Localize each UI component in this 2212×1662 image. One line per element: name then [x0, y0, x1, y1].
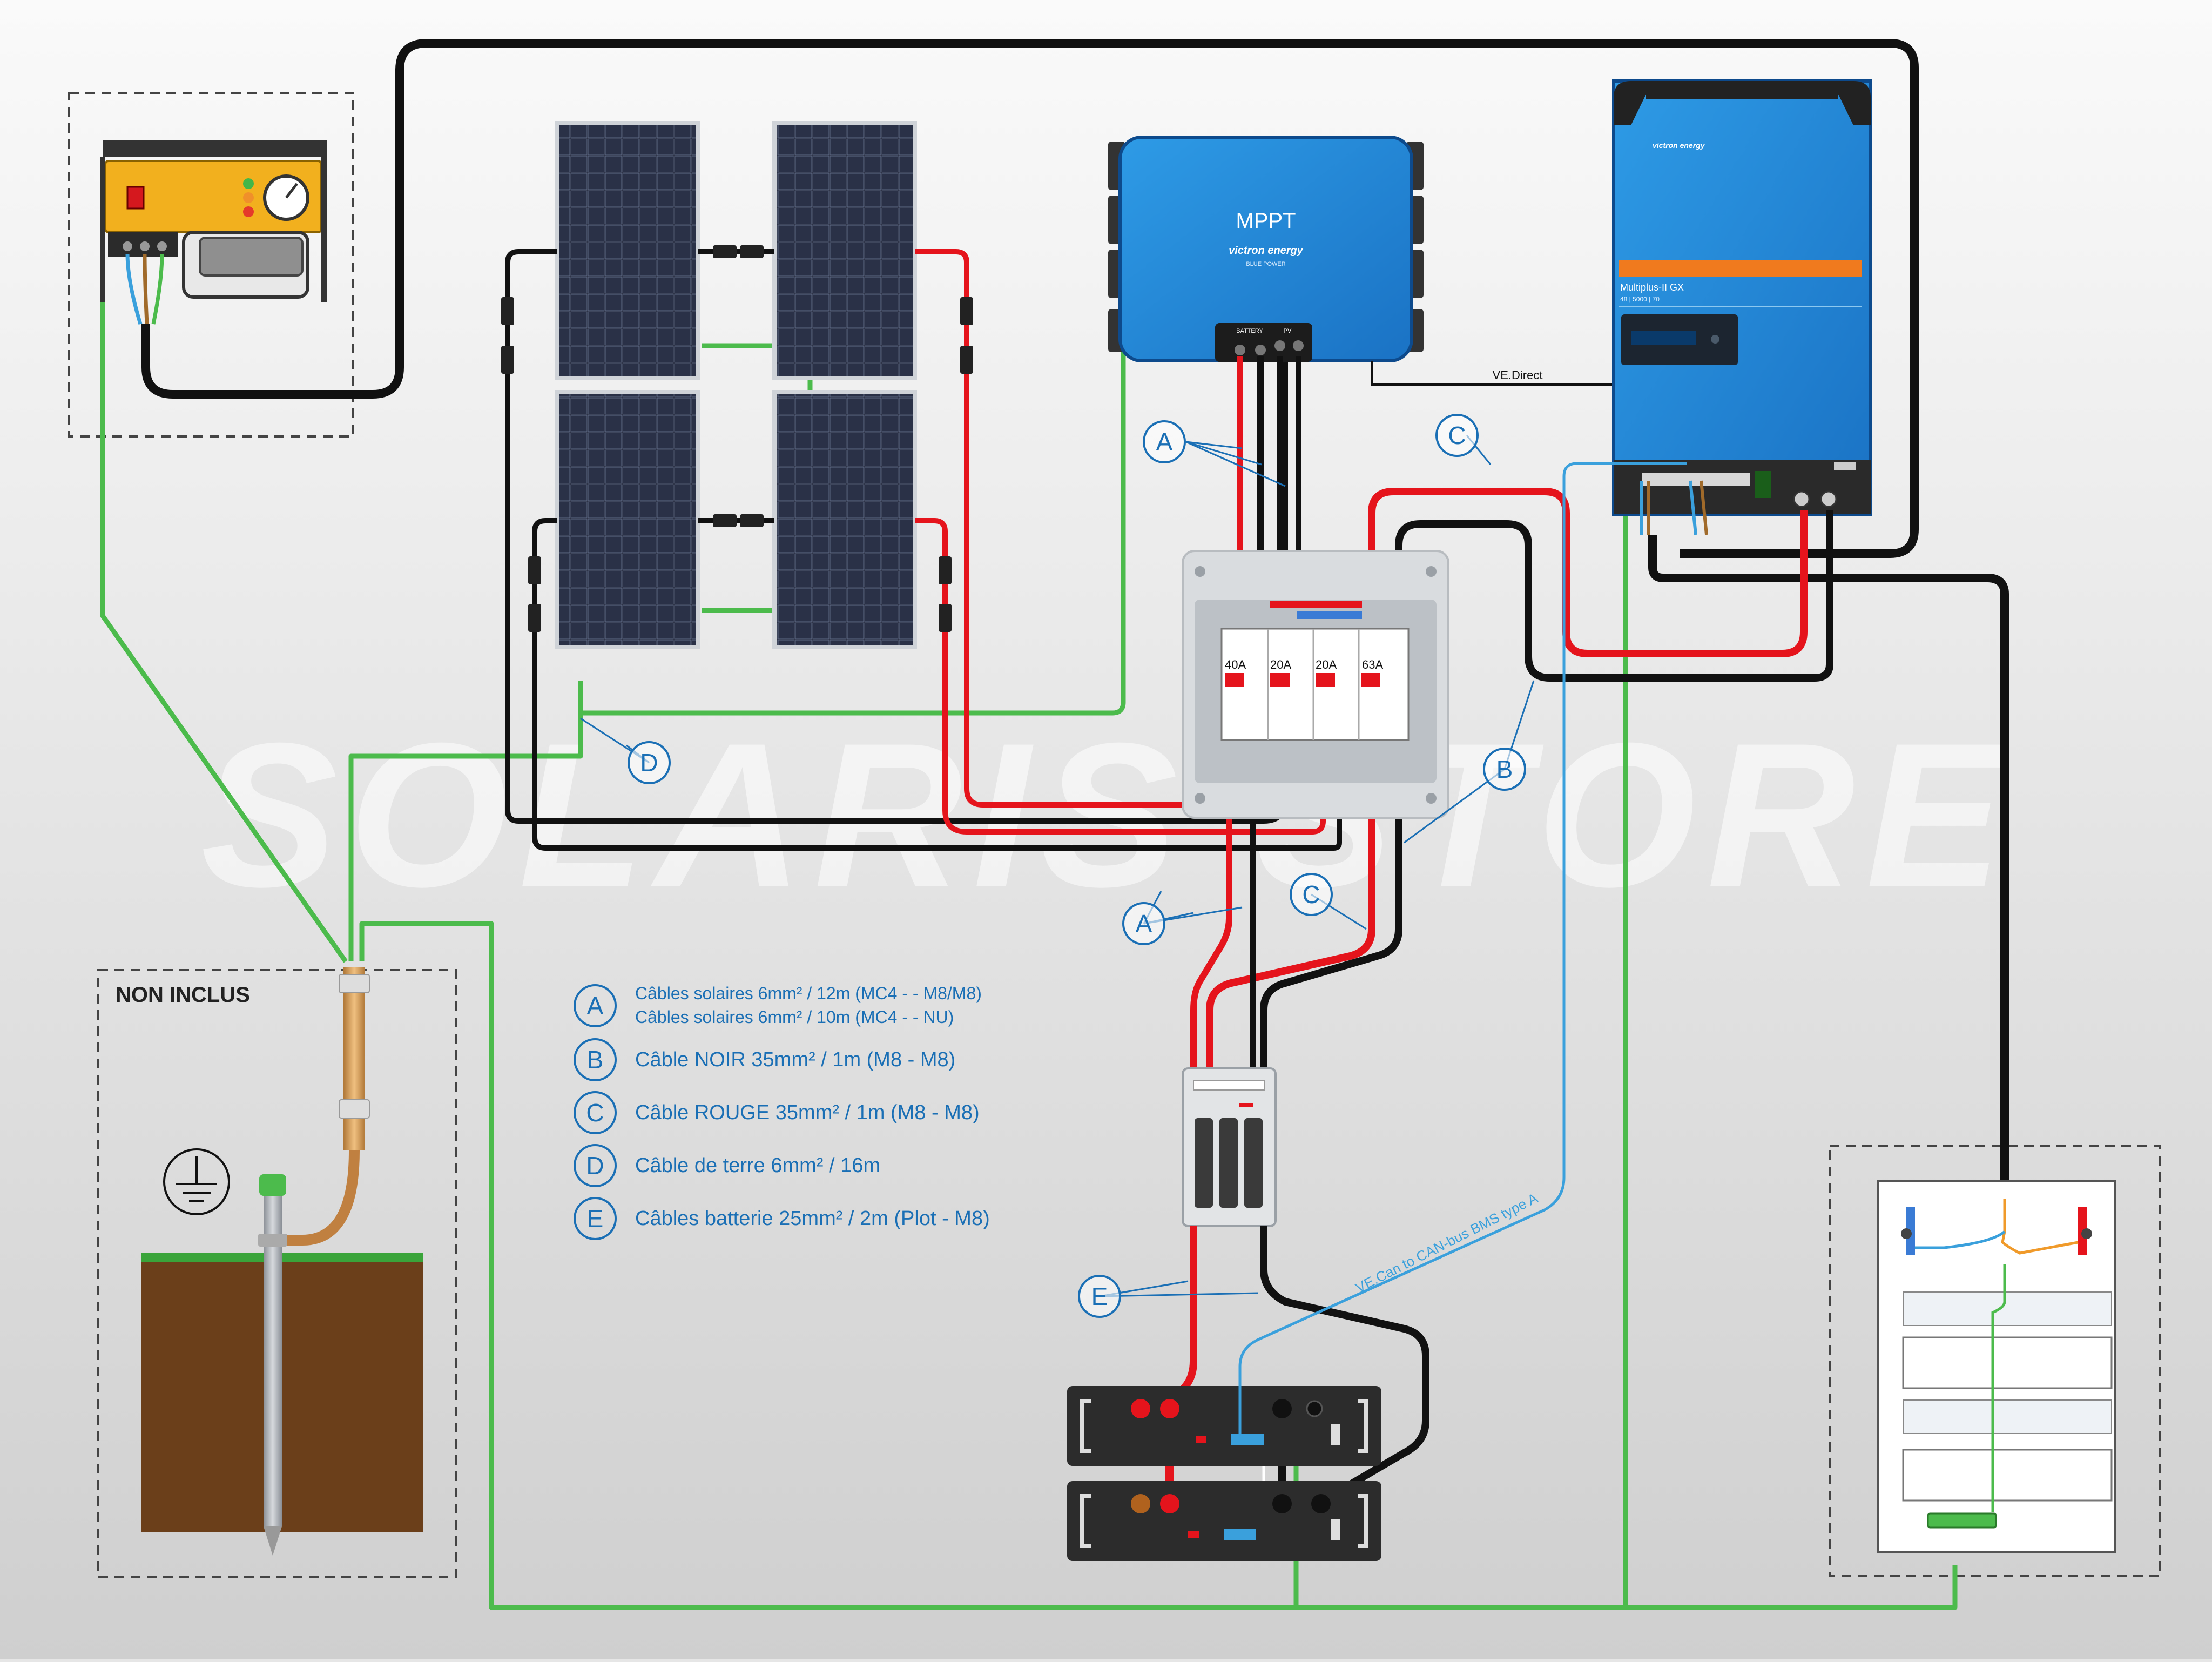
mppt-battery-label: BATTERY — [1236, 328, 1263, 334]
non-inclus-label: NON INCLUS — [116, 983, 250, 1007]
legend-e-letter: E — [587, 1205, 604, 1233]
generator-ac-cable — [141, 39, 1919, 558]
mc4-connectors — [501, 245, 973, 632]
generator — [100, 140, 327, 325]
breaker-20a-2: 20A — [1316, 658, 1337, 671]
mppt-pv-label: PV — [1284, 328, 1292, 334]
legend-e-line1: Câbles batterie 25mm² / 2m (Plot - M8) — [635, 1207, 990, 1230]
callout-d: D — [640, 749, 658, 777]
ac-distribution-panel — [1877, 1180, 2116, 1553]
breaker-20a-1: 20A — [1270, 658, 1291, 671]
legend-a-letter: A — [587, 992, 604, 1020]
inverter-brand: victron energy — [1653, 141, 1705, 150]
solar-panel-4 — [772, 390, 917, 649]
solar-panel-2 — [772, 121, 917, 380]
legend-d-line1: Câble de terre 6mm² / 16m — [635, 1154, 880, 1177]
battery-stack — [1067, 1386, 1381, 1561]
battery-bus-cables — [1206, 488, 1833, 1069]
legend-d-letter: D — [586, 1152, 604, 1180]
legend-item-e: E Câbles batterie 25mm² / 2m (Plot - M8) — [574, 1197, 990, 1240]
callout-c-bottom: C — [1302, 880, 1320, 909]
legend-a-line1: Câbles solaires 6mm² / 12m (MC4 - - M8/M… — [635, 984, 982, 1003]
callout-e: E — [1091, 1282, 1108, 1310]
legend-a-line2: Câbles solaires 6mm² / 10m (MC4 - - NU) — [635, 1007, 954, 1027]
callout-a-bottom: A — [1136, 910, 1152, 938]
legend-item-c: C Câble ROUGE 35mm² / 1m (M8 - M8) — [574, 1091, 980, 1134]
panel-dashed-box — [1829, 1145, 2161, 1577]
solar-panel-3 — [555, 390, 700, 649]
generator-dashed-box — [68, 92, 354, 438]
callout-b: B — [1496, 755, 1513, 783]
breaker-40a: 40A — [1225, 658, 1246, 671]
legend-c-line1: Câble ROUGE 35mm² / 1m (M8 - M8) — [635, 1101, 980, 1124]
inverter-model: Multiplus-II GX — [1620, 282, 1684, 293]
solar-panel-1 — [555, 121, 700, 380]
callout-circles — [628, 414, 1526, 1318]
mppt-title: MPPT — [1236, 209, 1296, 233]
legend: A Câbles solaires 6mm² / 12m (MC4 - - M8… — [574, 984, 990, 1240]
callout-a-top: A — [1156, 428, 1173, 456]
earth-rod — [141, 967, 423, 1556]
mppt-brand: victron energy — [1229, 245, 1304, 257]
non-inclus-dashed-box — [97, 969, 457, 1578]
mppt-controller — [1108, 136, 1424, 362]
legend-c-letter: C — [586, 1099, 604, 1127]
dc-distribution-box — [1182, 550, 1449, 819]
inverter-spec: 48 | 5000 | 70 — [1620, 295, 1660, 303]
inverter-ac-wires — [1640, 480, 1708, 535]
multiplus-inverter — [1612, 79, 1872, 516]
legend-b-letter: B — [587, 1046, 604, 1074]
legend-item-b: B Câble NOIR 35mm² / 1m (M8 - M8) — [574, 1038, 955, 1081]
callout-c-top: C — [1448, 421, 1466, 449]
solar-array — [555, 121, 917, 649]
breaker-63a: 63A — [1362, 658, 1383, 671]
legend-item-d: D Câble de terre 6mm² / 16m — [574, 1144, 880, 1187]
inverter-ac-out-cable — [1648, 535, 2009, 1199]
ve-can-cable — [1238, 462, 1687, 1437]
mppt-brand-sub: BLUE POWER — [1246, 261, 1285, 267]
watermark-text: SOLARIS STORE — [201, 700, 2014, 930]
legend-item-a: A Câbles solaires 6mm² / 12m (MC4 - - M8… — [574, 984, 982, 1027]
battery-disconnect-switch — [1182, 1067, 1277, 1227]
ve-direct-label: VE.Direct — [1493, 368, 1543, 382]
legend-b-line1: Câble NOIR 35mm² / 1m (M8 - M8) — [635, 1048, 955, 1071]
